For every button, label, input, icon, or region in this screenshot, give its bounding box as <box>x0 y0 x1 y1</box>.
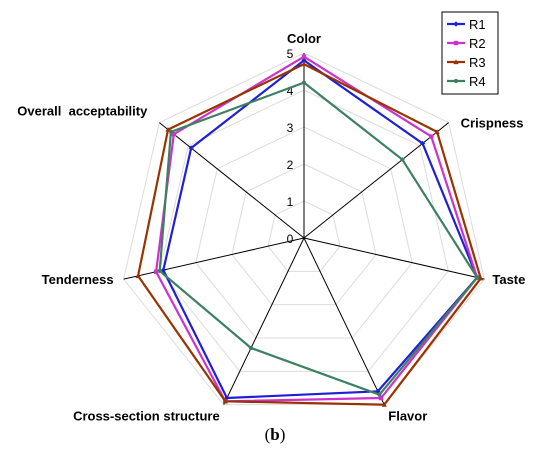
legend-label: R1 <box>469 17 486 32</box>
data-point <box>453 40 459 46</box>
caption-open-paren: ( <box>264 425 271 444</box>
data-point <box>301 54 307 59</box>
radar-series-group <box>135 54 484 407</box>
data-point <box>478 275 484 281</box>
series-r3 <box>135 61 484 407</box>
axis-label: Crispness <box>461 116 524 131</box>
data-point <box>453 78 459 84</box>
data-point <box>381 402 387 407</box>
data-point <box>378 395 384 401</box>
radar-spoke <box>303 122 449 239</box>
data-point <box>157 268 162 274</box>
caption-close-paren: ) <box>279 425 286 444</box>
radial-tick-label: 5 <box>287 47 294 61</box>
radial-tick-label: 2 <box>287 158 294 172</box>
grid-ring <box>267 200 341 272</box>
axis-label: Cross-section structure <box>73 409 220 424</box>
data-point <box>135 273 141 278</box>
radial-tick-labels: 0 1 2 3 4 5 <box>287 47 294 246</box>
legend-item-r4: R4 <box>447 74 486 89</box>
radial-tick-label: 0 <box>287 232 294 246</box>
axis-label: Flavor <box>388 409 427 424</box>
data-point <box>301 57 307 63</box>
data-point <box>377 392 382 397</box>
series-line <box>154 55 479 403</box>
grid-ring <box>195 126 413 339</box>
grid-ring <box>123 52 485 406</box>
axis-label: Overall acceptability <box>17 104 148 119</box>
series-line <box>162 59 479 400</box>
data-point <box>400 157 405 162</box>
data-point <box>168 129 174 134</box>
radial-tick-label: 1 <box>287 195 294 209</box>
legend-item-r2: R2 <box>447 36 486 51</box>
grid-ring <box>231 163 377 306</box>
data-point <box>475 275 480 280</box>
radar-spoke <box>123 237 305 280</box>
data-point <box>188 145 194 151</box>
legend-item-r1: R1 <box>447 17 486 32</box>
series-line <box>136 62 482 406</box>
legend-item-r3: R3 <box>447 55 486 70</box>
series-line <box>158 81 479 396</box>
radar-spokes <box>123 53 485 405</box>
legend-label: R4 <box>469 74 486 89</box>
legend-label: R3 <box>469 55 486 70</box>
figure-caption: (b) <box>0 425 550 445</box>
radial-tick-label: 4 <box>287 84 294 98</box>
radar-spoke <box>159 122 305 239</box>
data-point <box>453 21 459 27</box>
caption-letter: b <box>270 425 280 444</box>
axis-label: Taste <box>492 272 525 287</box>
data-point <box>165 126 171 132</box>
axis-label: Color <box>287 31 321 46</box>
data-point <box>301 80 307 85</box>
data-point <box>248 345 254 351</box>
data-point <box>434 129 440 134</box>
data-point <box>453 59 459 65</box>
radial-tick-label: 3 <box>287 121 294 135</box>
grid-ring <box>159 89 449 372</box>
data-point <box>222 398 228 404</box>
radar-spoke <box>223 237 305 405</box>
axis-label: Tenderness <box>42 272 114 287</box>
series-r4 <box>157 80 480 397</box>
data-point <box>429 134 434 139</box>
radar-spoke <box>303 237 485 280</box>
data-point <box>160 267 166 273</box>
radar-spoke <box>303 237 385 405</box>
data-point <box>420 140 426 147</box>
data-point <box>171 131 177 137</box>
data-point <box>301 61 307 67</box>
radar-grid <box>123 52 485 406</box>
data-point <box>153 269 159 274</box>
legend-label: R2 <box>469 36 486 51</box>
